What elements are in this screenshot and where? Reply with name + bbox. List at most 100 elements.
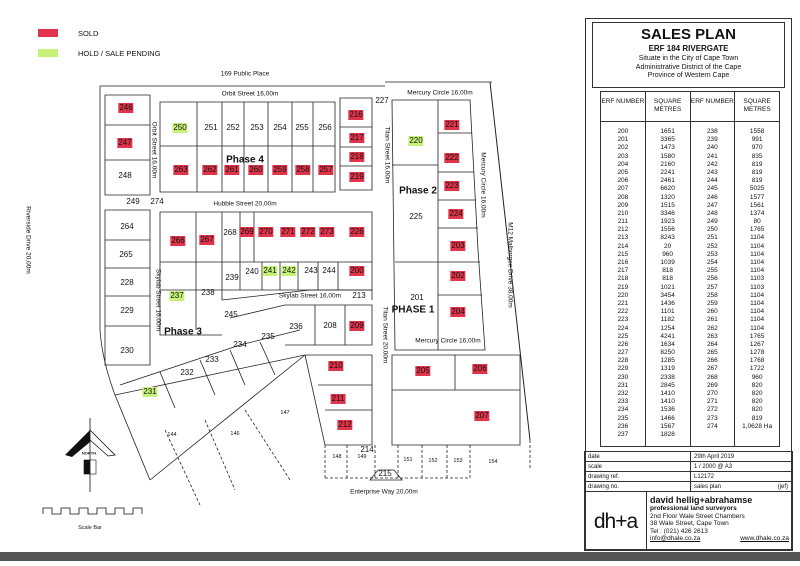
lot-200[interactable]: 200 [349, 266, 365, 276]
table-cell: 255 [706, 267, 718, 275]
lot-248[interactable]: 248 [118, 171, 132, 180]
lot-152[interactable]: 152 [428, 458, 438, 464]
lot-208[interactable]: 208 [323, 321, 337, 330]
lot-264[interactable]: 264 [120, 222, 134, 231]
lot-238[interactable]: 238 [201, 288, 215, 297]
lot-206[interactable]: 206 [472, 364, 488, 374]
lot-211[interactable]: 211 [330, 394, 346, 404]
lot-201[interactable]: 201 [410, 293, 424, 302]
lot-207[interactable]: 207 [474, 411, 490, 421]
firm-profession: professional land surveyors [650, 505, 737, 512]
lot-263[interactable]: 263 [173, 165, 189, 175]
lot-222[interactable]: 222 [444, 153, 460, 163]
lot-228[interactable]: 228 [120, 278, 134, 287]
lot-218[interactable]: 218 [349, 152, 365, 162]
table-cell: 206 [617, 177, 629, 185]
lot-147[interactable]: 147 [280, 410, 290, 416]
lot-242[interactable]: 242 [281, 266, 297, 276]
lot-247[interactable]: 247 [117, 138, 133, 148]
website-link[interactable]: www.dhale.co.za [740, 535, 789, 542]
lot-224[interactable]: 224 [448, 209, 464, 219]
lot-205[interactable]: 205 [415, 366, 431, 376]
lot-204[interactable]: 204 [450, 307, 466, 317]
lot-272[interactable]: 272 [300, 227, 316, 237]
lot-209[interactable]: 209 [349, 321, 365, 331]
lot-149[interactable]: 149 [357, 454, 367, 460]
table-cell: 1436 [660, 299, 675, 307]
lot-232[interactable]: 232 [180, 368, 194, 377]
lot-259[interactable]: 259 [272, 165, 288, 175]
lot-244[interactable]: 244 [322, 266, 336, 275]
lot-235[interactable]: 235 [261, 332, 275, 341]
table-cell: 268 [706, 373, 718, 381]
email-link[interactable]: info@dhale.co.za [650, 535, 701, 542]
lot-269[interactable]: 269 [239, 227, 255, 237]
lot-233[interactable]: 233 [205, 355, 219, 364]
table-cell: 819 [751, 160, 763, 168]
lot-265[interactable]: 265 [119, 250, 133, 259]
lot-203[interactable]: 203 [450, 241, 466, 251]
lot-229[interactable]: 229 [120, 306, 134, 315]
table-cell: 1104 [750, 267, 765, 275]
lot-151[interactable]: 151 [403, 457, 413, 463]
table-cell: 1254 [660, 324, 675, 332]
lot-226[interactable]: 226 [349, 227, 365, 237]
lot-271[interactable]: 271 [280, 227, 296, 237]
lot-254[interactable]: 254 [273, 123, 287, 132]
lot-245[interactable]: 245 [224, 310, 238, 319]
lot-257[interactable]: 257 [318, 165, 334, 175]
lot-213[interactable]: 213 [352, 291, 366, 300]
lot-262[interactable]: 262 [202, 165, 218, 175]
lot-154[interactable]: 154 [488, 459, 498, 465]
scale-bar-icon [42, 507, 143, 515]
lot-221[interactable]: 221 [444, 120, 460, 130]
lot-241[interactable]: 241 [262, 266, 278, 276]
lot-267[interactable]: 267 [199, 235, 215, 245]
lot-253[interactable]: 253 [250, 123, 264, 132]
lot-227[interactable]: 227 [375, 96, 389, 105]
lot-210[interactable]: 210 [328, 361, 344, 371]
lot-144[interactable]: 144 [167, 432, 177, 438]
table-cell: 203 [617, 152, 629, 160]
lot-230[interactable]: 230 [120, 346, 134, 355]
table-cell: 1768 [749, 357, 765, 365]
lot-146[interactable]: 146 [230, 431, 240, 437]
lot-261[interactable]: 261 [224, 165, 240, 175]
lot-225[interactable]: 225 [409, 212, 423, 221]
lot-231[interactable]: 231 [142, 387, 158, 397]
lot-239[interactable]: 239 [225, 273, 239, 282]
lot-220[interactable]: 220 [408, 136, 424, 146]
lot-148[interactable]: 148 [332, 454, 342, 460]
lot-219[interactable]: 219 [349, 172, 365, 182]
table-cell: 256 [706, 275, 718, 283]
lot-274[interactable]: 274 [150, 197, 164, 206]
lot-258[interactable]: 258 [295, 165, 311, 175]
lot-249[interactable]: 249 [126, 197, 140, 206]
lot-202[interactable]: 202 [450, 271, 466, 281]
lot-260[interactable]: 260 [248, 165, 264, 175]
lot-240[interactable]: 240 [245, 267, 259, 276]
lot-270[interactable]: 270 [258, 227, 274, 237]
lot-212[interactable]: 212 [337, 420, 353, 430]
lot-153[interactable]: 153 [453, 458, 463, 464]
lot-215[interactable]: 215 [378, 469, 392, 478]
lot-273[interactable]: 273 [319, 227, 335, 237]
lot-217[interactable]: 217 [349, 133, 365, 143]
lot-246[interactable]: 246 [118, 103, 134, 113]
lot-250[interactable]: 250 [172, 123, 188, 133]
lot-251[interactable]: 251 [204, 123, 218, 132]
lot-223[interactable]: 223 [444, 181, 460, 191]
lot-256[interactable]: 256 [318, 123, 332, 132]
lot-243[interactable]: 243 [304, 266, 318, 275]
table-cell: 218 [617, 275, 629, 283]
lot-236[interactable]: 236 [289, 322, 303, 331]
lot-216[interactable]: 216 [348, 110, 364, 120]
lot-237[interactable]: 237 [169, 291, 185, 301]
table-cell: 248 [706, 209, 718, 217]
lot-255[interactable]: 255 [295, 123, 309, 132]
lot-268[interactable]: 268 [223, 228, 237, 237]
lot-252[interactable]: 252 [226, 123, 240, 132]
lot-266[interactable]: 266 [170, 236, 186, 246]
lot-234[interactable]: 234 [233, 340, 247, 349]
lot-214[interactable]: 214 [360, 445, 374, 454]
